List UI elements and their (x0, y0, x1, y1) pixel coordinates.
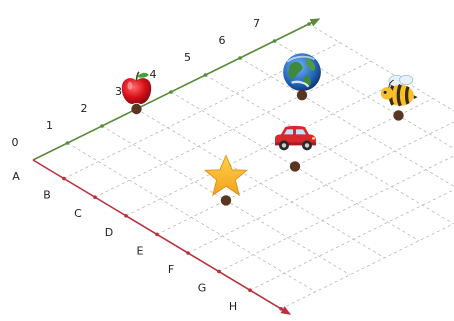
apple-icon (122, 72, 151, 104)
number-axis-label: 1 (46, 119, 53, 132)
letter-axis-tick (217, 270, 221, 274)
letter-axis-tick (279, 307, 283, 311)
peg-dot (290, 161, 300, 171)
number-axis-label: 4 (150, 68, 157, 81)
bee-marker (381, 75, 418, 120)
letter-axis-label: H (229, 300, 237, 313)
number-axis-label: 7 (253, 17, 260, 30)
number-axis-label: 5 (184, 51, 191, 64)
number-axis-tick (169, 90, 173, 94)
number-axis (33, 21, 315, 160)
number-axis-tick (238, 56, 242, 60)
number-axis-tick (273, 39, 277, 43)
letter-axis-tick (93, 195, 97, 199)
peg-dot (393, 110, 403, 120)
apple-marker (122, 72, 151, 114)
car-marker (275, 126, 316, 172)
grid-line (68, 143, 316, 292)
number-axis-label: 2 (81, 102, 88, 115)
letter-axis-label: C (74, 207, 82, 220)
letter-axis-tick (155, 233, 159, 237)
letter-axis-label: B (43, 189, 51, 202)
earth-icon (283, 53, 321, 91)
letter-axis-tick (62, 177, 66, 181)
number-axis-tick (307, 22, 311, 26)
bee-icon (381, 75, 418, 106)
letter-axis-tick (186, 251, 190, 255)
star-marker (205, 156, 247, 206)
letter-axis-label: A (12, 170, 20, 183)
number-axis-label: 3 (115, 85, 122, 98)
number-axis-tick (100, 124, 104, 128)
peg-dot (221, 195, 231, 205)
letter-axis-tick (124, 214, 128, 218)
car-icon (275, 126, 316, 150)
number-axis-label: 0 (12, 136, 19, 149)
grid-line (137, 109, 385, 258)
number-axis-label: 6 (219, 34, 226, 47)
grid-line (250, 154, 454, 290)
letter-axis (33, 160, 286, 312)
peg-dot (131, 104, 141, 114)
letter-axis-label: D (105, 226, 113, 239)
peg-dot (297, 90, 307, 100)
star-icon (205, 156, 247, 196)
grid-lines (33, 24, 454, 309)
number-axis-tick (204, 73, 208, 77)
letter-axis-tick (248, 288, 252, 292)
letter-axis-label: E (137, 244, 144, 257)
earth-marker (283, 53, 321, 100)
axes (33, 18, 320, 315)
number-axis-tick (66, 141, 70, 145)
letter-axis-label: G (198, 282, 207, 295)
letter-axis-label: F (168, 263, 174, 276)
grid-line (281, 173, 454, 309)
grid-line (219, 136, 454, 272)
grid-line (240, 58, 454, 207)
grid-objects (122, 53, 418, 205)
